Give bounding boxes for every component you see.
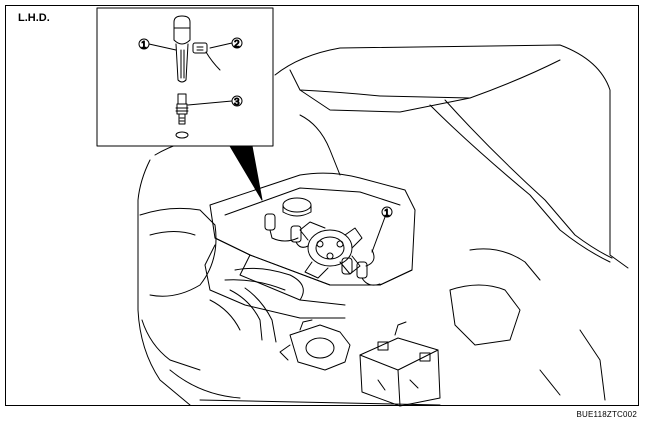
figure-frame bbox=[5, 5, 639, 406]
front-crossmember bbox=[169, 369, 441, 406]
ignition-coil-1 bbox=[264, 213, 299, 242]
callout-detail-3: 3 bbox=[187, 95, 243, 109]
right-side-components bbox=[449, 248, 606, 401]
callout-engine-1: 1 bbox=[371, 206, 393, 253]
callout-detail-1: 1 bbox=[138, 38, 177, 52]
detail-connector bbox=[192, 42, 221, 71]
callout-detail-2: 2 bbox=[209, 37, 243, 51]
callout-detail-2-label: 2 bbox=[234, 39, 240, 50]
ignition-coil-2 bbox=[290, 225, 309, 248]
detail-spark-plug bbox=[175, 93, 189, 139]
ignition-coil-3 bbox=[341, 257, 353, 275]
callout-engine-1-label: 1 bbox=[384, 208, 390, 219]
detail-ignition-coil bbox=[173, 15, 191, 83]
callout-detail-3-label: 3 bbox=[234, 97, 240, 108]
distributor-assembly bbox=[299, 221, 363, 279]
engine-head-cover bbox=[204, 172, 416, 319]
left-fender bbox=[139, 207, 217, 371]
battery bbox=[359, 321, 441, 407]
ignition-coil-4 bbox=[356, 249, 381, 286]
variant-label: L.H.D. bbox=[18, 12, 50, 24]
document-code: BUE118ZTC002 bbox=[576, 410, 637, 419]
intake-hoses bbox=[209, 267, 304, 343]
starter-motor bbox=[279, 319, 351, 371]
hood-opening-outline bbox=[137, 44, 629, 406]
callout-detail-1-label: 1 bbox=[141, 40, 147, 51]
